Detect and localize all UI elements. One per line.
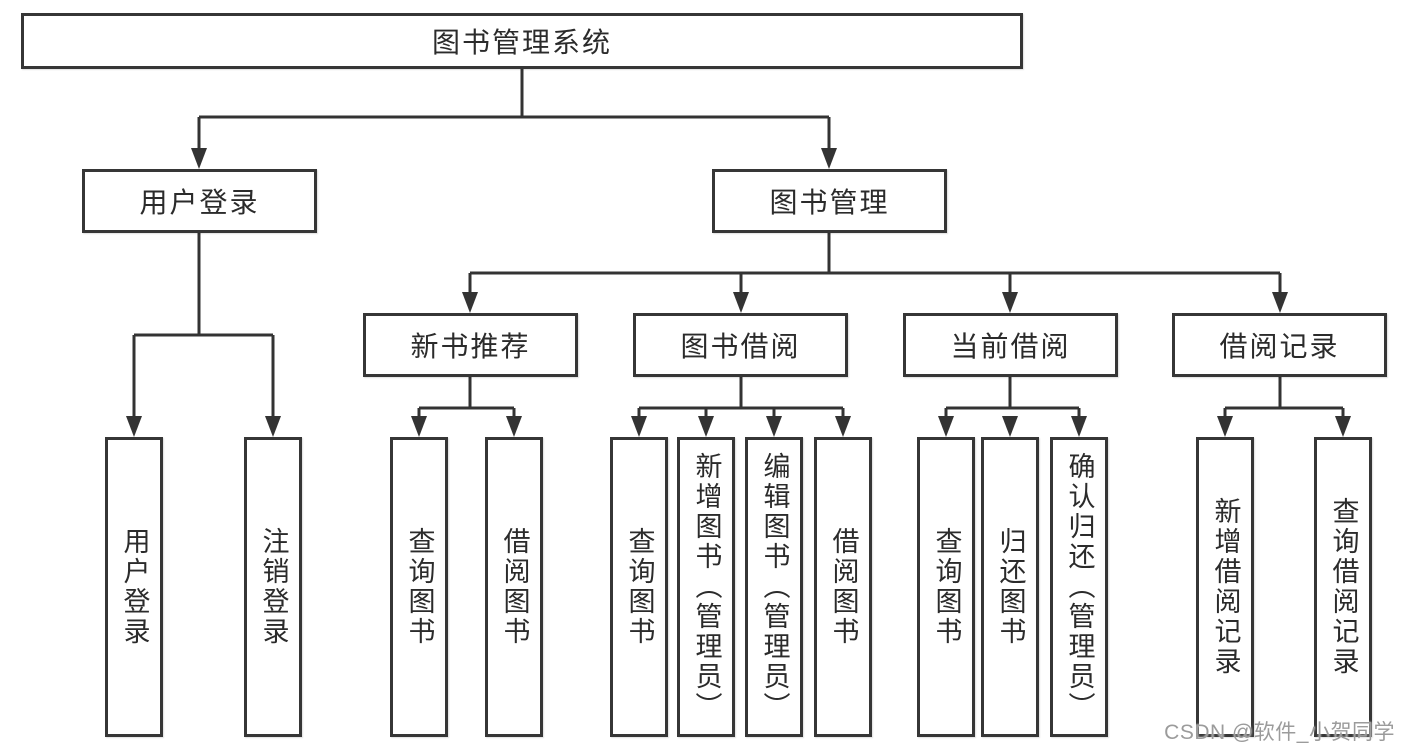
leaf-add-borrow-record: 新增借阅记录 [1196,437,1254,737]
leaf-label: 用户登录 [119,527,150,647]
connector-newbooks-to-leaves [411,377,522,437]
node-new-book-recommend: 新书推荐 [363,313,578,377]
leaf-borrow-books-1: 借阅图书 [485,437,543,737]
arrowhead-icon [938,416,954,437]
node-user-login: 用户登录 [82,169,317,233]
node-label: 图书管理 [769,187,890,218]
leaf-label: 借阅图书 [828,527,859,647]
node-label: 当前借阅 [950,331,1071,362]
arrowhead-icon [821,148,837,169]
leaf-logout: 注销登录 [244,437,302,737]
arrowhead-icon [126,416,142,437]
connector-root-to-level1 [191,69,837,169]
arrowhead-icon [1071,416,1087,437]
leaf-borrow-books-2: 借阅图书 [814,437,872,737]
leaf-label: 注销登录 [258,527,289,647]
csdn-watermark: CSDN @软件_小贺同学 [1164,721,1395,744]
arrowhead-icon [733,292,749,313]
arrowhead-icon [265,416,281,437]
leaf-add-books-admin: 新增图书（管理员） [677,437,735,737]
arrowhead-icon [1002,416,1018,437]
arrowhead-icon [1217,416,1233,437]
connector-bookmgmt-to-level2 [462,233,1288,313]
arrowhead-icon [411,416,427,437]
leaf-label: 编辑图书（管理员） [759,452,790,722]
leaf-label: 借阅图书 [499,527,530,647]
node-label: 新书推荐 [410,331,531,362]
arrowhead-icon [1002,292,1018,313]
leaf-label: 查询图书 [624,527,655,647]
arrowhead-icon [1272,292,1288,313]
node-label: 图书借阅 [680,331,801,362]
node-current-borrowing: 当前借阅 [903,313,1118,377]
arrowhead-icon [698,416,714,437]
node-root-label: 图书管理系统 [431,27,612,58]
arrowhead-icon [766,416,782,437]
leaf-confirm-return-admin: 确认归还（管理员） [1050,437,1108,737]
leaf-label: 查询借阅记录 [1328,497,1359,677]
arrowhead-icon [631,416,647,437]
node-book-borrowing: 图书借阅 [633,313,848,377]
connector-borrowing-to-leaves [631,377,851,437]
connector-records-to-leaves [1217,377,1351,437]
leaf-query-books-1: 查询图书 [390,437,448,737]
arrowhead-icon [506,416,522,437]
leaf-edit-books-admin: 编辑图书（管理员） [745,437,803,737]
arrowhead-icon [462,292,478,313]
leaf-label: 归还图书 [995,527,1026,647]
node-root: 图书管理系统 [21,13,1023,69]
arrowhead-icon [1335,416,1351,437]
leaf-return-books: 归还图书 [981,437,1039,737]
leaf-query-books-3: 查询图书 [917,437,975,737]
leaf-query-books-2: 查询图书 [610,437,668,737]
leaf-label: 确认归还（管理员） [1064,452,1095,722]
connector-userlogin-to-leaves [126,233,281,437]
arrowhead-icon [191,148,207,169]
leaf-query-borrow-record: 查询借阅记录 [1314,437,1372,737]
node-label: 借阅记录 [1219,331,1340,362]
connector-current-to-leaves [938,377,1087,437]
leaf-label: 新增借阅记录 [1210,497,1241,677]
leaf-label: 新增图书（管理员） [691,452,722,722]
leaf-user-login: 用户登录 [105,437,163,737]
node-borrow-records: 借阅记录 [1172,313,1387,377]
leaf-label: 查询图书 [931,527,962,647]
arrowhead-icon [835,416,851,437]
node-label: 用户登录 [139,187,260,218]
node-book-management: 图书管理 [712,169,947,233]
leaf-label: 查询图书 [404,527,435,647]
